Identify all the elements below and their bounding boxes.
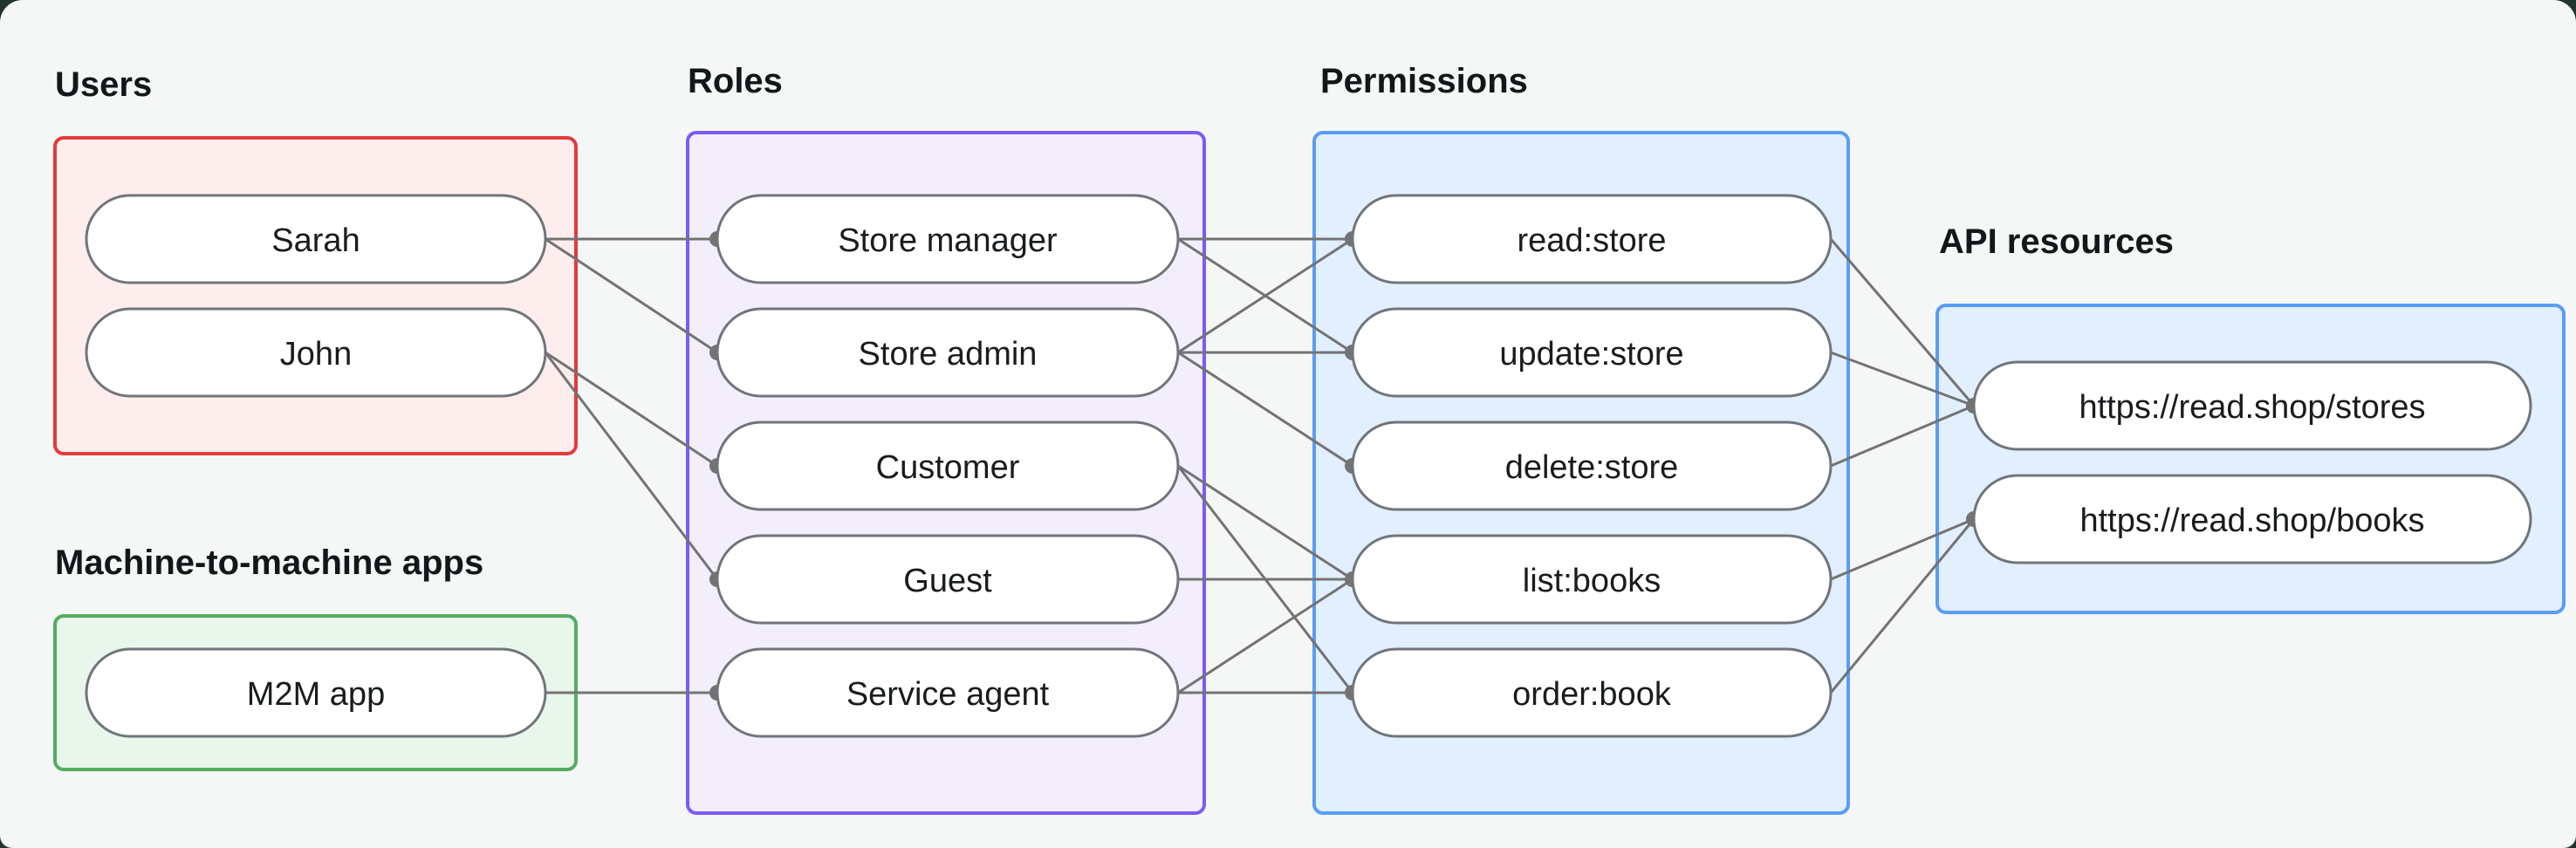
node-m2m-app-label: M2M app (247, 676, 385, 713)
edge-order-book-to-books-api (1829, 518, 1976, 694)
edge-list-books-to-books-api (1830, 517, 1975, 581)
edge-update-store-to-stores-api (1830, 351, 1975, 407)
node-stores-api-pill (1972, 360, 2532, 451)
api-resources-group-box (1935, 304, 2566, 614)
api-resources-group-label: API resources (1939, 222, 2174, 261)
edge-customer-to-list-books (1177, 464, 1353, 581)
node-read-store-label: read:store (1517, 222, 1666, 259)
node-delete-store: delete:store (1351, 421, 1833, 511)
node-guest-label: Guest (903, 563, 992, 599)
node-store-manager-label: Store manager (838, 222, 1058, 259)
node-customer-label: Customer (876, 449, 1020, 486)
node-update-store-label: update:store (1499, 336, 1683, 373)
edge-store-admin-to-delete-store (1177, 351, 1353, 468)
node-store-admin-label: Store admin (859, 336, 1038, 373)
node-service-agent-pill (716, 647, 1180, 738)
node-store-admin-pill (716, 307, 1180, 398)
node-books-api-pill (1972, 474, 2532, 564)
node-store-manager: Store manager (716, 194, 1180, 284)
node-read-store-pill (1351, 194, 1833, 284)
edge-delete-store-to-stores-api (1830, 404, 1975, 468)
edge-john-to-customer (545, 351, 718, 468)
edge-store-admin-to-read-store (1177, 237, 1353, 354)
node-customer: Customer (716, 421, 1180, 511)
edge-service-agent-to-list-books (1177, 578, 1353, 694)
node-order-book: order:book (1351, 647, 1833, 738)
edge-john-to-guest (544, 352, 719, 580)
node-sarah-label: Sarah (271, 222, 360, 259)
edge-read-store-to-stores-api (1829, 238, 1976, 407)
node-update-store-pill (1351, 307, 1833, 398)
node-m2m-app-pill (85, 647, 547, 738)
node-guest-pill (716, 534, 1180, 625)
node-read-store: read:store (1351, 194, 1833, 284)
node-order-book-label: order:book (1512, 676, 1672, 713)
node-john-label: John (280, 336, 352, 373)
node-service-agent: Service agent (716, 647, 1180, 738)
node-order-book-pill (1351, 647, 1833, 738)
node-guest: Guest (716, 534, 1180, 625)
node-m2m-app: M2M app (85, 647, 547, 738)
node-service-agent-label: Service agent (846, 676, 1050, 713)
node-list-books-pill (1351, 534, 1833, 625)
node-update-store: update:store (1351, 307, 1833, 398)
node-store-admin: Store admin (716, 307, 1180, 398)
node-books-api: https://read.shop/books (1972, 474, 2532, 564)
node-john: John (85, 307, 547, 398)
node-delete-store-pill (1351, 421, 1833, 511)
node-customer-pill (716, 421, 1180, 511)
node-sarah: Sarah (85, 194, 547, 284)
node-sarah-pill (85, 194, 547, 284)
users-group-box (53, 136, 578, 455)
node-stores-api: https://read.shop/stores (1972, 360, 2532, 451)
node-stores-api-label: https://read.shop/stores (2079, 389, 2425, 426)
node-books-api-label: https://read.shop/books (2079, 503, 2424, 539)
node-list-books: list:books (1351, 534, 1833, 625)
permissions-group-label: Permissions (1320, 62, 1528, 100)
users-group-label: Users (55, 65, 152, 104)
node-store-manager-pill (716, 194, 1180, 284)
edge-sarah-to-store-admin (545, 237, 718, 354)
roles-group-label: Roles (688, 62, 783, 100)
node-list-books-label: list:books (1523, 563, 1661, 599)
node-john-pill (85, 307, 547, 398)
m2m-group-label: Machine-to-machine apps (55, 544, 483, 582)
node-delete-store-label: delete:store (1505, 449, 1679, 486)
